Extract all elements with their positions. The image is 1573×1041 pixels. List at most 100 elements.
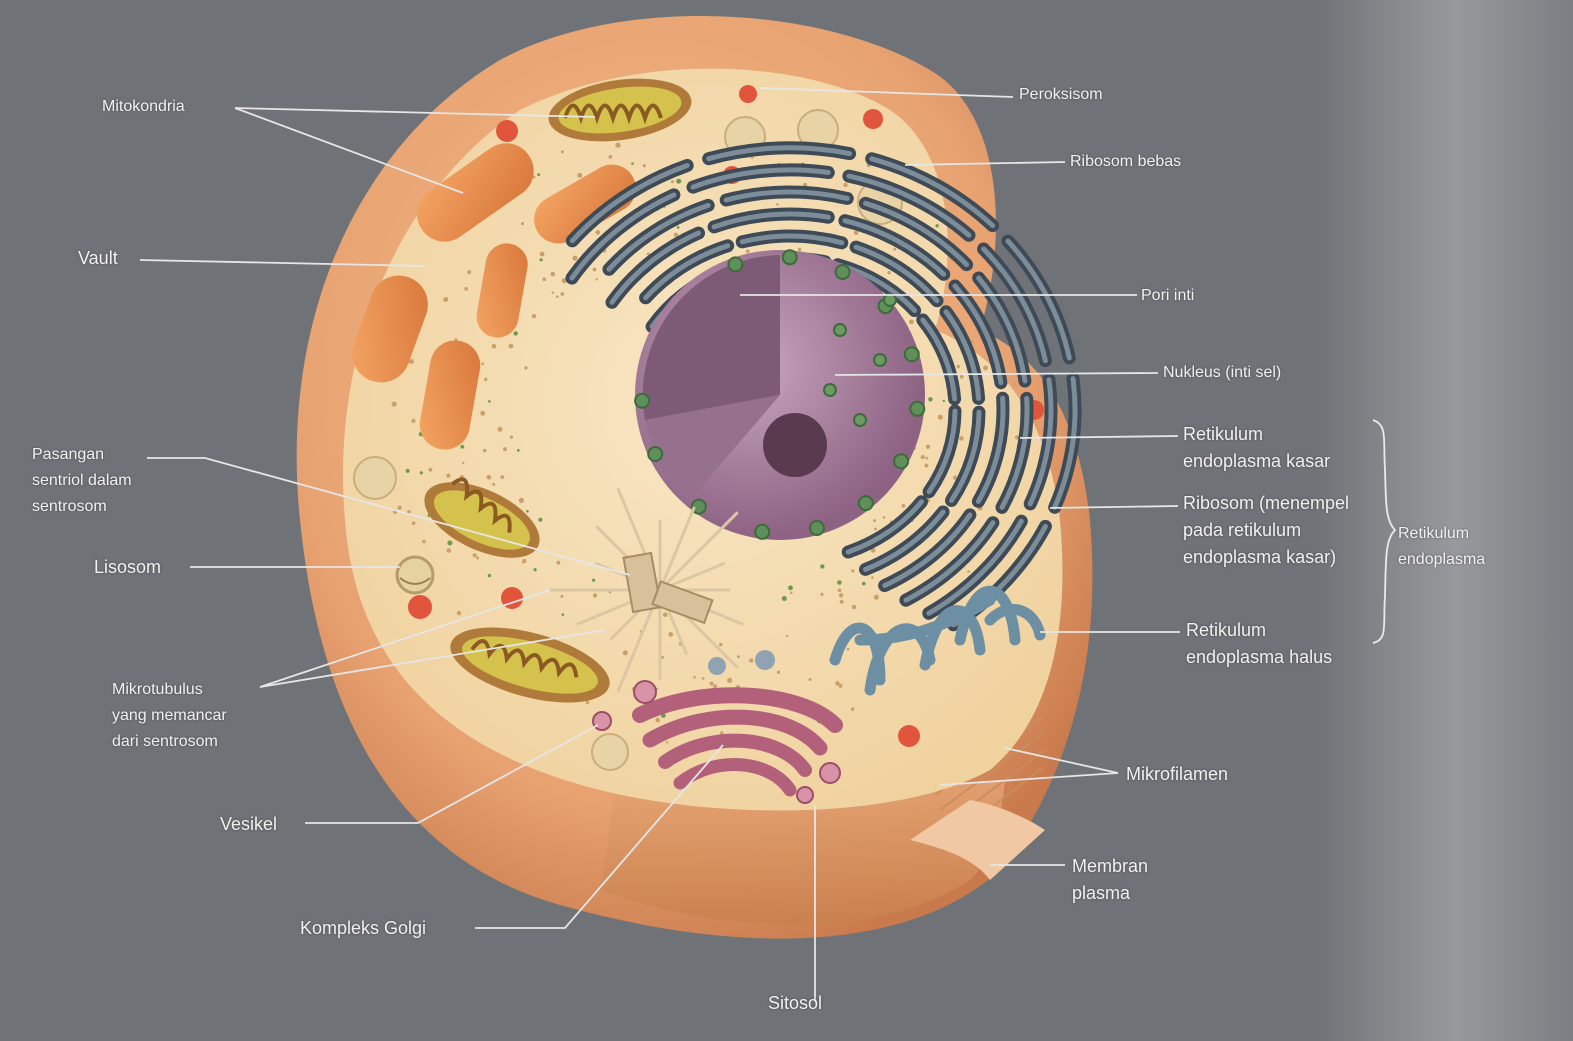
- ribosome-dot: [846, 647, 850, 651]
- er-lumen: [739, 233, 845, 246]
- ribosome-dot: [542, 277, 546, 282]
- er-lumen: [926, 518, 1024, 616]
- ribosome-dot: [843, 182, 848, 188]
- ribosome-dot: [956, 364, 960, 369]
- nuclear-pore: [903, 346, 920, 363]
- er-lumen: [1027, 377, 1054, 507]
- nuclear-pore: [853, 413, 867, 427]
- label-lisosom: Lisosom: [94, 557, 162, 577]
- ribosome-dot: [835, 681, 840, 686]
- label-vault: Vault: [78, 248, 118, 268]
- ribosome-dot: [526, 510, 529, 513]
- microtubule: [658, 511, 739, 592]
- ribosome-dot: [713, 684, 718, 689]
- ribosome-dot: [749, 658, 754, 663]
- er-lumen: [949, 409, 982, 503]
- ribosome-dot: [942, 399, 945, 403]
- ribosome-dot: [622, 650, 628, 656]
- nucleus: [634, 249, 926, 540]
- label-retikulum-endoplasma: Retikulum endoplasma: [1398, 525, 1486, 568]
- label-nukleus: Nukleus (inti sel): [1163, 364, 1282, 381]
- mitochondrion: [352, 275, 428, 383]
- ribosome-dot: [745, 249, 750, 254]
- ribosome-dot: [676, 178, 682, 184]
- ribosome-dot: [447, 540, 453, 546]
- ribosome-dot: [631, 162, 634, 165]
- nuclear-pore: [634, 392, 651, 409]
- er-lumen: [903, 520, 996, 603]
- ribosome-dot: [572, 255, 578, 261]
- ribosome-dot: [443, 297, 449, 302]
- label-kompleks-golgi: Kompleks Golgi: [300, 918, 427, 938]
- er-lumen: [842, 218, 947, 277]
- nuclear-pore: [781, 249, 798, 266]
- ribosome-dot: [428, 467, 433, 472]
- ribosome-dot: [476, 556, 480, 560]
- ribosome-dot: [497, 426, 503, 432]
- ribosome-dot: [513, 331, 518, 336]
- golgi-apparatus: [632, 687, 843, 797]
- ribosome-dot: [959, 374, 964, 379]
- ribosome-dot: [851, 604, 857, 610]
- ribosome-dot: [446, 473, 451, 478]
- nuclear-pore: [808, 520, 825, 536]
- ribosome-dot: [820, 592, 824, 597]
- ribosome-dot: [874, 527, 877, 531]
- mitochondria-group: [352, 78, 692, 703]
- ribosome-dot: [893, 247, 897, 251]
- ribosome-dot: [862, 581, 866, 586]
- er-lumen: [863, 509, 946, 572]
- nuclear-pore: [857, 495, 874, 512]
- ribosome-dot: [737, 655, 740, 659]
- er-lumen: [981, 246, 1048, 364]
- ribosome-dot: [411, 521, 416, 525]
- nuclear-pore: [833, 323, 847, 337]
- ribosome-dot: [556, 295, 559, 299]
- ribosome-dot: [701, 677, 705, 680]
- nuclear-pore: [690, 498, 707, 515]
- ribosome-dot: [556, 560, 561, 565]
- ribosome-dot: [790, 591, 793, 595]
- ribosome-dot: [953, 475, 958, 480]
- ribosome-dot: [837, 580, 842, 585]
- ribosome-dot: [788, 585, 793, 591]
- nuclear-pore: [873, 353, 887, 367]
- ribosome-dot: [486, 475, 492, 480]
- ribosome-dot: [592, 267, 597, 272]
- label-pori-inti: Pori inti: [1141, 287, 1195, 304]
- ribosome-dot: [480, 410, 486, 416]
- ribosome-dot: [983, 365, 989, 371]
- ribosome-dot: [551, 291, 555, 294]
- ribosome-dot: [488, 400, 491, 403]
- er-lumen: [569, 192, 677, 281]
- nucleolus: [763, 413, 827, 477]
- nuclear-pore: [727, 256, 744, 273]
- ribosome-dot: [693, 675, 696, 679]
- ribosome-dot: [503, 447, 507, 452]
- ribosome-dot: [959, 436, 964, 441]
- ribosome-dot: [935, 224, 939, 228]
- ribosome-dot: [539, 258, 543, 262]
- label-mikrofilamen: Mikrofilamen: [1126, 764, 1229, 784]
- ribosome-dot: [971, 340, 974, 344]
- ribosome-dot: [422, 539, 426, 544]
- label-vesikel: Vesikel: [220, 814, 278, 834]
- ribosome-dot: [500, 475, 505, 479]
- er-lumen: [845, 499, 924, 555]
- ribosome-dot: [655, 717, 660, 723]
- label-pasangan-sentriol: Pasangan sentriol dalam sentrosom: [32, 446, 132, 515]
- ribosome-dot: [776, 670, 781, 674]
- nuclear-pores: [634, 249, 926, 540]
- ribosome-dot: [467, 270, 472, 275]
- er-lumen: [706, 145, 853, 162]
- label-mikrotubulus: Mikrotubulus yang memancar dari sentroso…: [112, 681, 227, 750]
- ribosome-dot: [920, 455, 925, 460]
- ribosome-dot: [850, 707, 855, 711]
- er-lumen: [976, 275, 1028, 384]
- ribosome-dot: [397, 505, 402, 510]
- ribosome-dot: [776, 203, 779, 206]
- ribosome-dot: [901, 503, 906, 508]
- er-lumen: [609, 230, 701, 305]
- ribosome-dot: [585, 700, 590, 705]
- ribosome-dot: [608, 154, 613, 159]
